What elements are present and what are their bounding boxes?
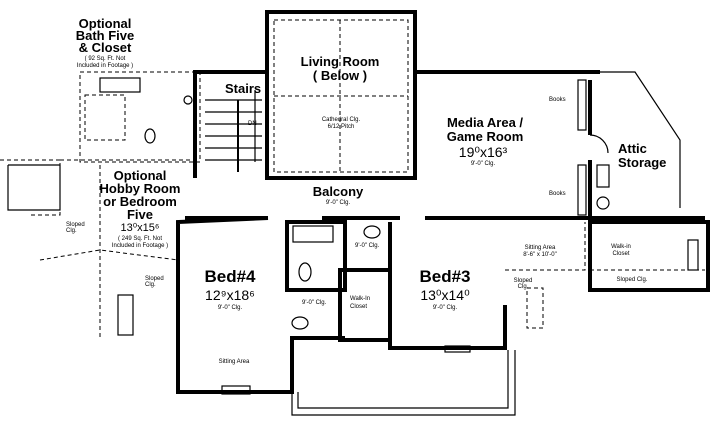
optional-bath-note-2: Included in Footage ) bbox=[77, 63, 133, 69]
media-area-title-1: Media Area / bbox=[447, 115, 523, 130]
balcony-title: Balcony bbox=[313, 184, 364, 199]
sloped-left-1-line-1: Sloped bbox=[66, 222, 85, 228]
stairs-label: Stairs bbox=[225, 81, 261, 96]
hobby-title-4: Five bbox=[127, 207, 153, 222]
optional-bath-note-1: ( 92 Sq. Ft. Not bbox=[85, 56, 126, 62]
books-bottom-label: Books bbox=[549, 191, 566, 197]
optional-bath-title-1: Optional bbox=[79, 16, 132, 31]
walkin-right-walls bbox=[588, 220, 710, 292]
bed4-size: 12⁹x18⁶ bbox=[205, 287, 255, 303]
walkin-right-sloped: Sloped Clg. bbox=[616, 277, 647, 283]
walkin-right-label: Walk-in Closet Sloped Clg. bbox=[611, 244, 648, 283]
hobby-title-3: or Bedroom bbox=[103, 194, 177, 209]
bed3-sitting-1: Sitting Area bbox=[525, 245, 556, 251]
living-room-title-1: Living Room bbox=[301, 54, 380, 69]
walkin-center-line-2: Closet bbox=[350, 304, 367, 310]
bath-ceiling-mid: 9'-0" Clg. bbox=[302, 300, 327, 306]
media-area-size: 19⁰x16³ bbox=[459, 144, 508, 160]
bed3-size: 13⁰x14⁰ bbox=[420, 287, 470, 303]
bed3-sloped-2: Clg. bbox=[518, 284, 529, 290]
media-area-label: Media Area / Game Room 19⁰x16³ 9'-0" Clg… bbox=[447, 115, 524, 167]
optional-bath-title-2: Bath Five bbox=[76, 28, 135, 43]
living-room-walls bbox=[265, 10, 417, 180]
hobby-note-1: ( 249 Sq. Ft. Not bbox=[118, 236, 162, 242]
bed4-walls bbox=[176, 216, 345, 395]
attic-title-1: Attic bbox=[618, 141, 647, 156]
media-area-ceiling: 9'-0" Clg. bbox=[471, 161, 496, 167]
bed3-label: Bed#3 13⁰x14⁰ 9'-0" Clg. Sitting Area 8'… bbox=[419, 245, 556, 311]
porch-railing bbox=[291, 350, 516, 416]
walkin-right-line-2: Closet bbox=[612, 251, 629, 257]
living-room-ceiling-1: Cathedral Clg. bbox=[322, 117, 361, 123]
bed3-ceiling: 9'-0" Clg. bbox=[433, 305, 458, 311]
living-room-ceiling-2: 6/12 Pitch bbox=[328, 124, 355, 130]
bed3-title: Bed#3 bbox=[419, 267, 470, 286]
hobby-note-2: Included in Footage ) bbox=[112, 243, 168, 249]
sloped-left-2-line-1: Sloped bbox=[145, 276, 164, 282]
bath-walls bbox=[285, 220, 392, 342]
bed3-sitting-2: 8'-6" x 10'-0" bbox=[523, 252, 557, 258]
attic-title-2: Storage bbox=[618, 155, 666, 170]
bath-ceiling-top: 9'-0" Clg. bbox=[355, 243, 380, 249]
bed4-ceiling: 9'-0" Clg. bbox=[218, 305, 243, 311]
bed3-sloped-1: Sloped bbox=[514, 278, 533, 284]
optional-bath-label: Optional Bath Five & Closet ( 92 Sq. Ft.… bbox=[76, 16, 135, 69]
bed3-walls bbox=[388, 222, 586, 353]
hobby-title-1: Optional bbox=[114, 168, 167, 183]
walkin-center-line-1: Walk-In bbox=[350, 296, 370, 302]
optional-area bbox=[0, 71, 201, 340]
stairs-direction: DN bbox=[248, 121, 257, 127]
hobby-room-label: Optional Hobby Room or Bedroom Five 13⁰x… bbox=[100, 168, 181, 249]
bed4-sitting-area: Sitting Area bbox=[219, 359, 250, 365]
optional-bath-title-3: & Closet bbox=[79, 40, 132, 55]
stairs bbox=[205, 90, 262, 172]
walkin-right-line-1: Walk-in bbox=[611, 244, 631, 250]
books-top-label: Books bbox=[549, 97, 566, 103]
balcony-ceiling: 9'-0" Clg. bbox=[326, 200, 351, 206]
hobby-title-2: Hobby Room bbox=[100, 181, 181, 196]
hobby-size: 13⁰x15⁶ bbox=[121, 222, 160, 234]
bed4-label: Bed#4 12⁹x18⁶ 9'-0" Clg. Sitting Area bbox=[204, 267, 256, 365]
media-area-title-2: Game Room bbox=[447, 129, 524, 144]
living-room-title-2: ( Below ) bbox=[313, 68, 367, 83]
sloped-left-2-line-2: Clg. bbox=[145, 282, 156, 288]
sloped-left-1-line-2: Clg. bbox=[66, 228, 77, 234]
living-room-label: Living Room ( Below ) Cathedral Clg. 6/1… bbox=[301, 54, 380, 130]
bed4-title: Bed#4 bbox=[204, 267, 256, 286]
